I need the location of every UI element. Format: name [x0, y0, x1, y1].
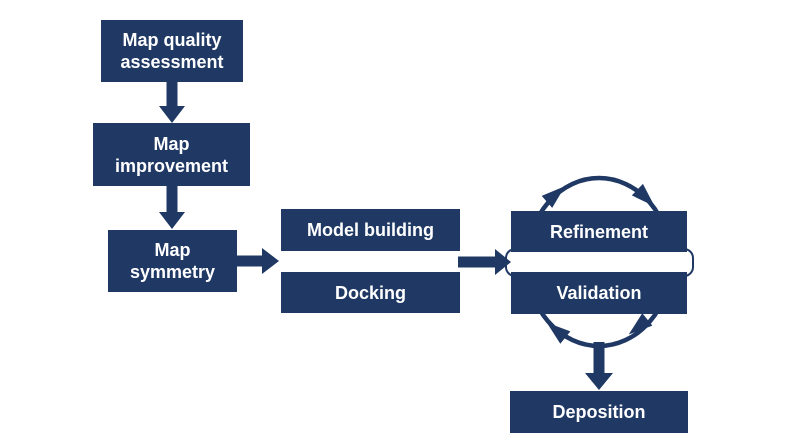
node-label: Validation — [556, 283, 642, 303]
node-map-quality-assessment: Map quality assessment — [101, 20, 243, 82]
arrow-cycle-to-deposition — [585, 342, 613, 390]
arrow-improvement-to-symmetry — [159, 186, 185, 229]
node-map-improvement: Map improvement — [93, 123, 250, 186]
node-label: Map quality assessment — [120, 30, 224, 72]
node-map-symmetry: Map symmetry — [108, 230, 237, 292]
arrow-modelbuilding-to-refinement — [458, 249, 511, 275]
cycle-arrowhead-top-right — [631, 183, 655, 207]
arrow-quality-to-improvement — [159, 82, 185, 123]
node-label: Model building — [307, 220, 434, 240]
node-label: Deposition — [552, 402, 646, 422]
cycle-arrowhead-bottom-right — [628, 313, 653, 335]
node-refinement: Refinement — [511, 211, 687, 252]
cycle-arrowhead-top-left — [541, 186, 566, 208]
node-label: Map improvement — [114, 133, 229, 176]
node-label: Docking — [334, 282, 406, 303]
node-model-building: Model building — [281, 209, 460, 251]
cycle-arrowhead-bottom-left — [546, 322, 571, 344]
node-docking: Docking — [281, 272, 460, 313]
arrow-symmetry-to-modelbuilding — [237, 248, 279, 274]
node-validation: Validation — [511, 272, 687, 314]
node-label: Map symmetry — [129, 240, 216, 282]
node-label: Refinement — [549, 221, 648, 242]
node-deposition: Deposition — [510, 391, 688, 433]
